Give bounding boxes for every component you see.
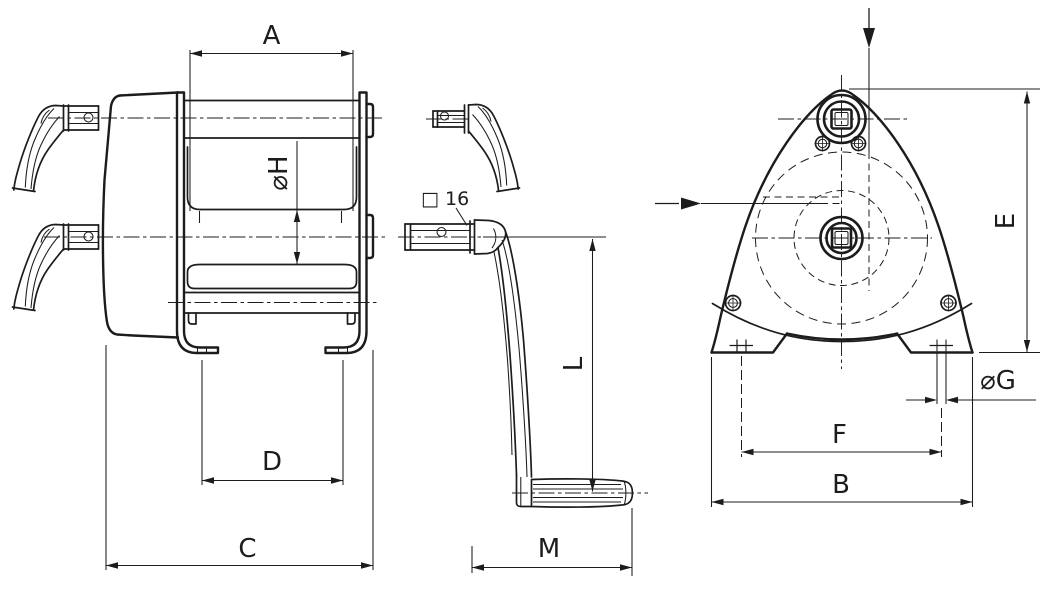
side-view-centerlines — [44, 117, 386, 303]
crank-handle-upper-stub — [11, 104, 100, 193]
cable-direction-arrow-vertical — [863, 8, 875, 291]
dimension-H: ⌀H — [264, 141, 301, 264]
dimension-M: M — [471, 508, 633, 576]
front-view: E ⌀G F B — [655, 8, 1040, 507]
winch-drum — [183, 99, 361, 325]
dim-label-b: B — [832, 470, 850, 500]
square-drive-label: □ 16 — [421, 188, 469, 210]
dim-label-e: E — [991, 213, 1021, 229]
crank-view: □ 16 — [398, 103, 648, 576]
dim-label-a: A — [263, 21, 281, 51]
front-housing — [710, 89, 974, 354]
screw-right — [850, 135, 867, 152]
dimension-A: A — [189, 21, 354, 211]
side-view: A ⌀H D C — [11, 21, 386, 570]
right-side-plate — [324, 91, 375, 355]
dimension-E: E — [849, 88, 1040, 354]
dimension-L: L — [483, 236, 606, 492]
screw-left — [814, 135, 831, 152]
cable-direction-arrow-horizontal — [655, 197, 843, 210]
left-side-plate — [175, 91, 220, 355]
drum-circle-hidden — [755, 151, 928, 325]
dim-label-h: ⌀H — [264, 155, 294, 190]
hidden-lines — [755, 151, 928, 325]
dim-label-f: F — [832, 420, 847, 450]
crank-handle-lower-stub — [11, 223, 100, 312]
square-drive-callout: □ 16 — [421, 188, 469, 226]
dimension-F: F — [741, 356, 942, 457]
crank-handle-main — [398, 219, 533, 508]
dimension-B: B — [710, 357, 974, 507]
screw-bottom-left — [724, 294, 742, 312]
top-drive-hub — [816, 93, 867, 145]
crank-grip — [512, 478, 648, 508]
dim-label-m: M — [538, 534, 560, 564]
gear-housing — [101, 91, 180, 339]
center-drive-hub — [819, 215, 864, 261]
dim-label-c: C — [238, 534, 256, 564]
dim-label-g: ⌀G — [980, 366, 1016, 396]
dimension-C: C — [105, 345, 374, 570]
dimension-D: D — [201, 360, 344, 485]
dim-label-d: D — [262, 447, 282, 477]
crank-top-view — [426, 103, 521, 193]
dim-label-l: L — [559, 356, 589, 371]
screw-bottom-right — [940, 294, 957, 312]
dimension-G: ⌀G — [906, 339, 1036, 404]
